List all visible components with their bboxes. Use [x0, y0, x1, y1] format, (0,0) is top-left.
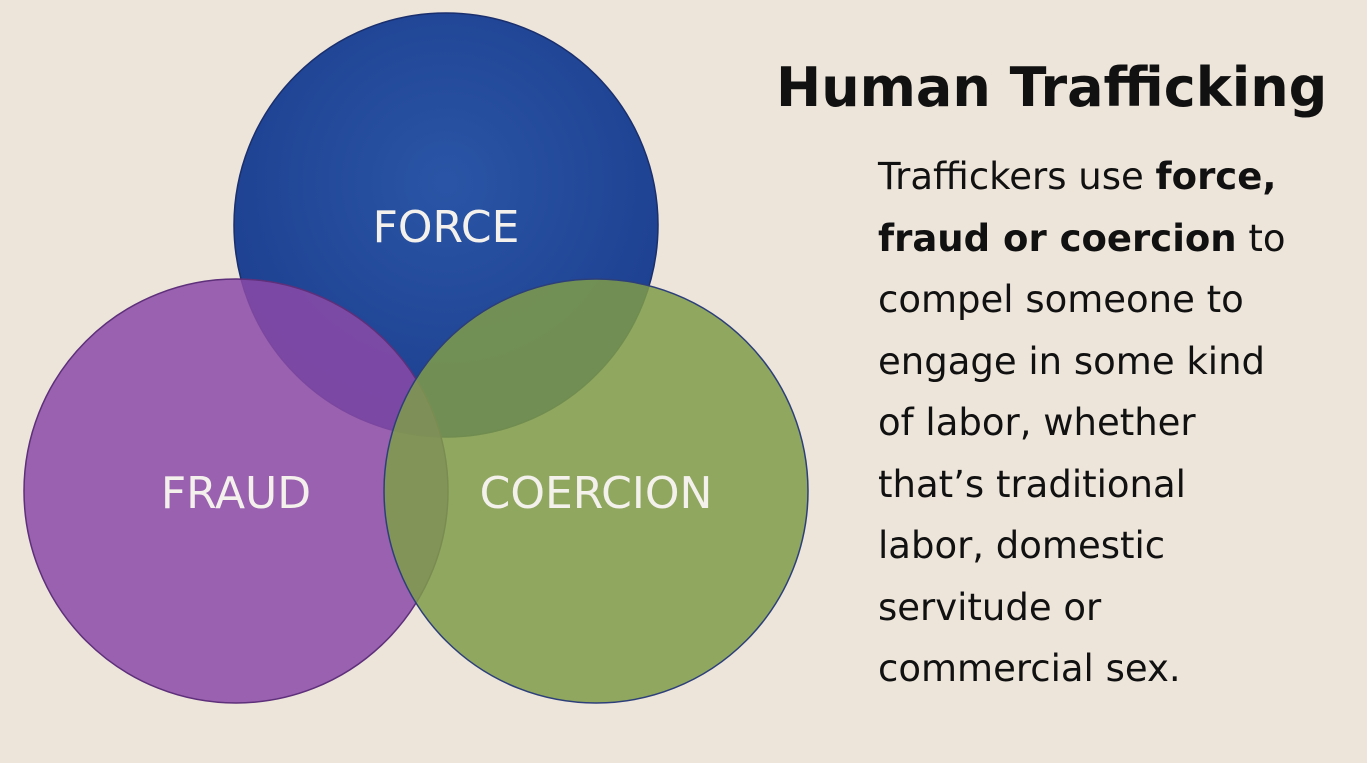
text-line: fraud or coercion to [878, 216, 1286, 260]
coercion-label: COERCION [480, 468, 713, 519]
force-label: FORCE [373, 202, 520, 253]
text-line: labor, domestic [878, 524, 1166, 567]
text-line: that’s traditional [878, 462, 1186, 506]
definition-text: Traffickers use force, fraud or coercion… [878, 146, 1348, 700]
text-line: of labor, whether [878, 401, 1196, 444]
text-line: servitude or [878, 585, 1102, 629]
venn-diagram: FORCE FRAUD COERCION [23, 12, 809, 704]
fraud-label: FRAUD [161, 468, 311, 519]
slide-title: Human Trafficking [776, 56, 1328, 119]
text-line: compel someone to [878, 278, 1244, 321]
coercion-circle [383, 278, 809, 704]
text-line: commercial sex. [878, 647, 1181, 690]
text-line: Traffickers use force, [878, 155, 1277, 198]
text-line: engage in some kind [878, 339, 1266, 383]
